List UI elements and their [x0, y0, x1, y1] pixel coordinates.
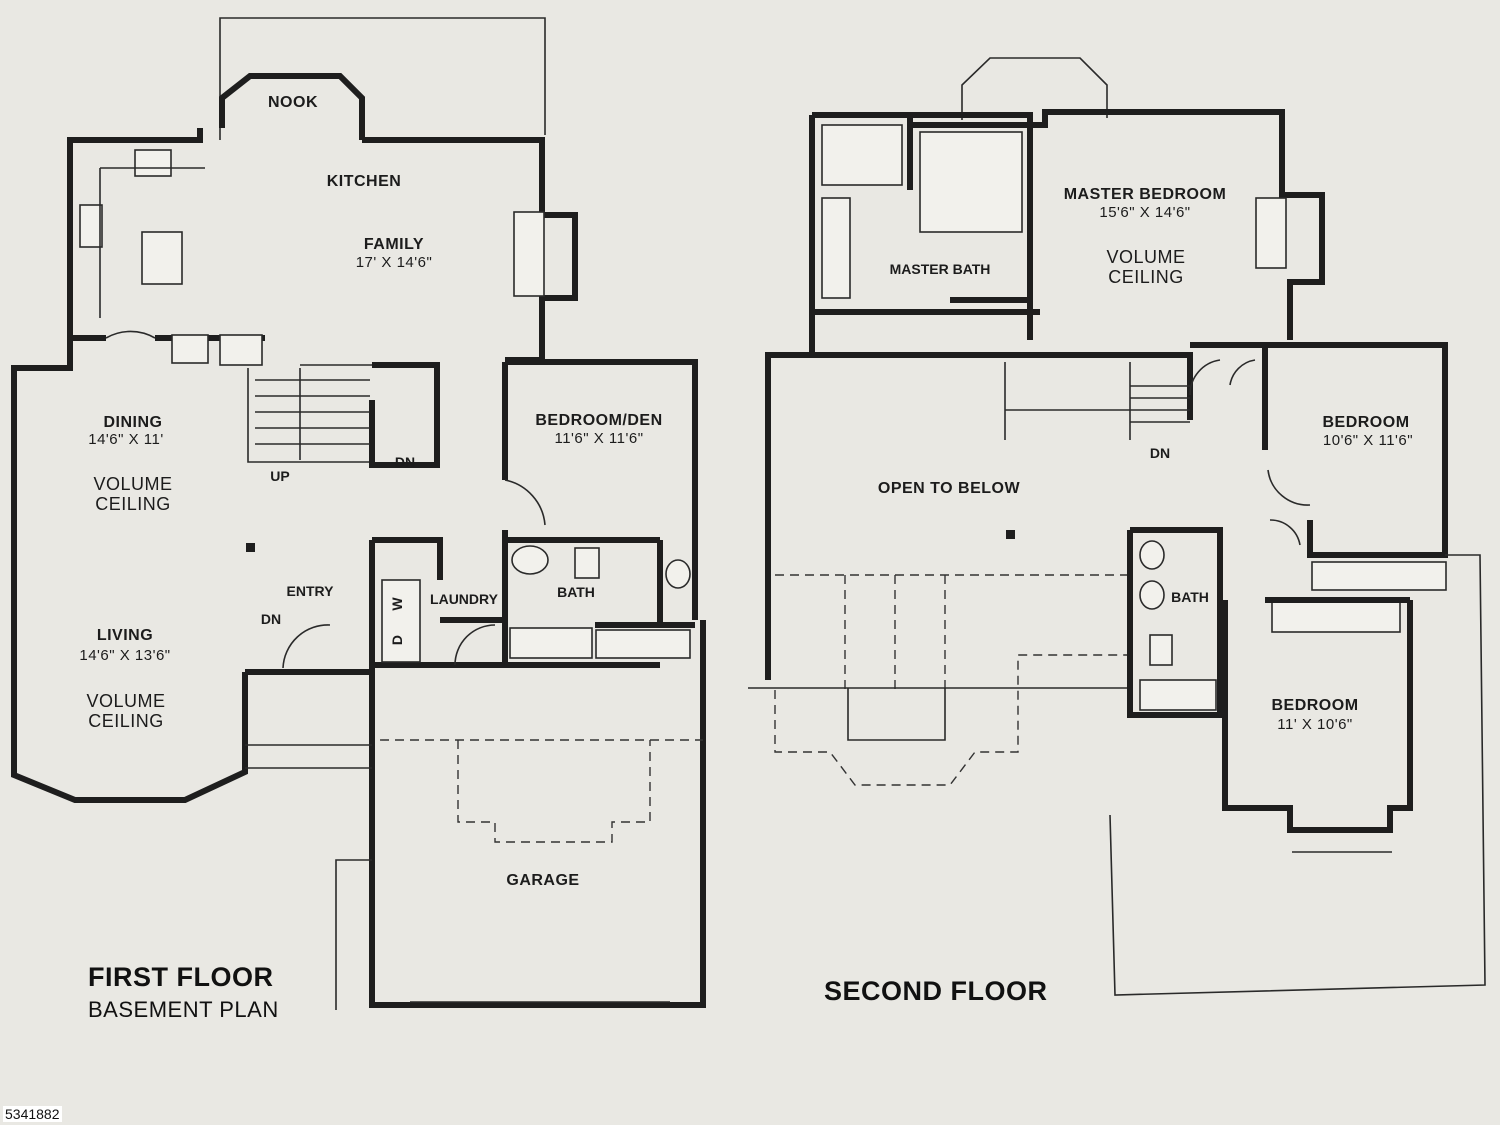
bedroom-2-label: BEDROOM	[1271, 697, 1358, 714]
master-bedroom-dimension: 15'6" X 14'6"	[1099, 204, 1190, 221]
master-ceiling-1: VOLUME	[1106, 247, 1185, 267]
family-dimension: 17' X 14'6"	[356, 254, 433, 271]
second-dn-marker: DN	[1150, 445, 1170, 461]
dining-dimension: 14'6" X 11'	[88, 431, 164, 448]
living-label: LIVING	[97, 627, 153, 644]
living-dimension: 14'6" X 13'6"	[79, 647, 170, 664]
living-ceiling-1: VOLUME	[86, 691, 165, 711]
washer-marker: W	[389, 597, 405, 611]
first-floor-subtitle: BASEMENT PLAN	[88, 997, 279, 1022]
kitchen-label: KITCHEN	[327, 173, 402, 190]
bath-label-second: BATH	[1171, 589, 1209, 605]
second-floor-title: SECOND FLOOR	[824, 976, 1048, 1006]
living-ceiling-2: CEILING	[88, 711, 164, 731]
bedroom-2-dimension: 11' X 10'6"	[1277, 716, 1353, 733]
bedroom-den-label: BEDROOM/DEN	[535, 412, 662, 429]
dining-ceiling-1: VOLUME	[93, 474, 172, 494]
laundry-label: LAUNDRY	[430, 591, 499, 607]
master-bedroom-label: MASTER BEDROOM	[1064, 186, 1227, 203]
listing-id-watermark: 5341882	[3, 1106, 62, 1122]
dining-ceiling-2: CEILING	[95, 494, 171, 514]
entry-dn-marker: DN	[261, 611, 281, 627]
nook-label: NOOK	[268, 94, 318, 111]
stair-up-marker: UP	[270, 468, 289, 484]
bedroom-1-dimension: 10'6" X 11'6"	[1323, 432, 1413, 449]
second-floor-stair	[1004, 362, 1190, 440]
family-label: FAMILY	[364, 236, 424, 253]
dryer-marker: D	[389, 635, 405, 645]
stair-treads	[255, 368, 370, 460]
second-floor-plan	[748, 57, 1486, 996]
first-floor-plan	[11, 17, 706, 1010]
dining-label: DINING	[104, 414, 163, 431]
entry-label: ENTRY	[287, 583, 335, 599]
first-floor-title: FIRST FLOOR	[88, 962, 273, 992]
open-to-below-label: OPEN TO BELOW	[878, 480, 1021, 497]
bath-label-first: BATH	[557, 584, 595, 600]
garage-label: GARAGE	[506, 872, 579, 889]
master-ceiling-2: CEILING	[1108, 267, 1184, 287]
stair-dn-marker: DN	[395, 454, 415, 470]
bedroom-1-label: BEDROOM	[1322, 414, 1409, 431]
bedroom-den-dimension: 11'6" X 11'6"	[554, 430, 643, 447]
master-bath-label: MASTER BATH	[890, 261, 991, 277]
